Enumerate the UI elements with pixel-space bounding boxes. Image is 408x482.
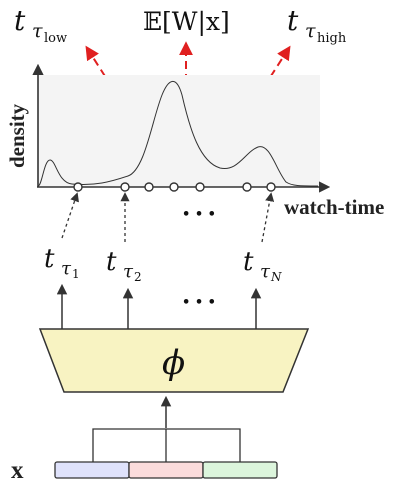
q1-tau: τ [61, 258, 72, 279]
q2-base: t [106, 247, 117, 277]
x-axis-label: watch-time [284, 195, 384, 219]
low-sub: low [44, 31, 67, 46]
high-tau: τ [305, 20, 316, 42]
input-bracket [92, 428, 241, 462]
quantile-point [242, 182, 252, 192]
input-segment-red [128, 461, 204, 479]
qn-sub: N [270, 270, 282, 284]
quantile-point [120, 182, 130, 192]
output-low-quantile-label: t τ low [14, 4, 67, 46]
quantile-point [169, 182, 179, 192]
quantile-point [266, 182, 276, 192]
quantile-point [73, 182, 83, 192]
qn-tau: τ [260, 261, 271, 282]
phi-label: ϕ [162, 343, 185, 383]
density-curve [37, 81, 319, 187]
phi-model-block [38, 328, 310, 393]
qn-base: t [243, 247, 254, 277]
quantile-label-2: t τ 2 [106, 247, 142, 284]
high-base: t [287, 4, 299, 37]
high-sub: high [317, 31, 347, 46]
q1-base: t [44, 244, 55, 274]
q2-tau: τ [123, 261, 134, 282]
y-axis-label: density [5, 103, 29, 168]
low-base: t [14, 4, 26, 37]
quantile-label-1: t τ 1 [44, 244, 80, 281]
input-x-label: x [11, 457, 24, 482]
output-high-quantile-label: t τ high [287, 4, 347, 46]
points-ellipsis: • • • [182, 207, 216, 222]
low-tau: τ [32, 20, 43, 42]
quantile-ellipsis: • • • [182, 295, 216, 310]
expectation-label: 𝔼[W|x] [143, 7, 230, 37]
dotted-arrow-q1 [61, 192, 79, 239]
dotted-arrow-qn [261, 192, 275, 243]
density-plot: density watch-time • • • [5, 63, 384, 222]
plot-background [38, 75, 320, 187]
input-segment-blue [54, 461, 130, 479]
quantile-point [144, 182, 154, 192]
quantile-label-n: t τ N [243, 247, 282, 284]
q2-sub: 2 [134, 270, 142, 284]
q1-sub: 1 [72, 267, 80, 281]
input-segment-green [202, 461, 278, 479]
quantile-point [195, 182, 205, 192]
